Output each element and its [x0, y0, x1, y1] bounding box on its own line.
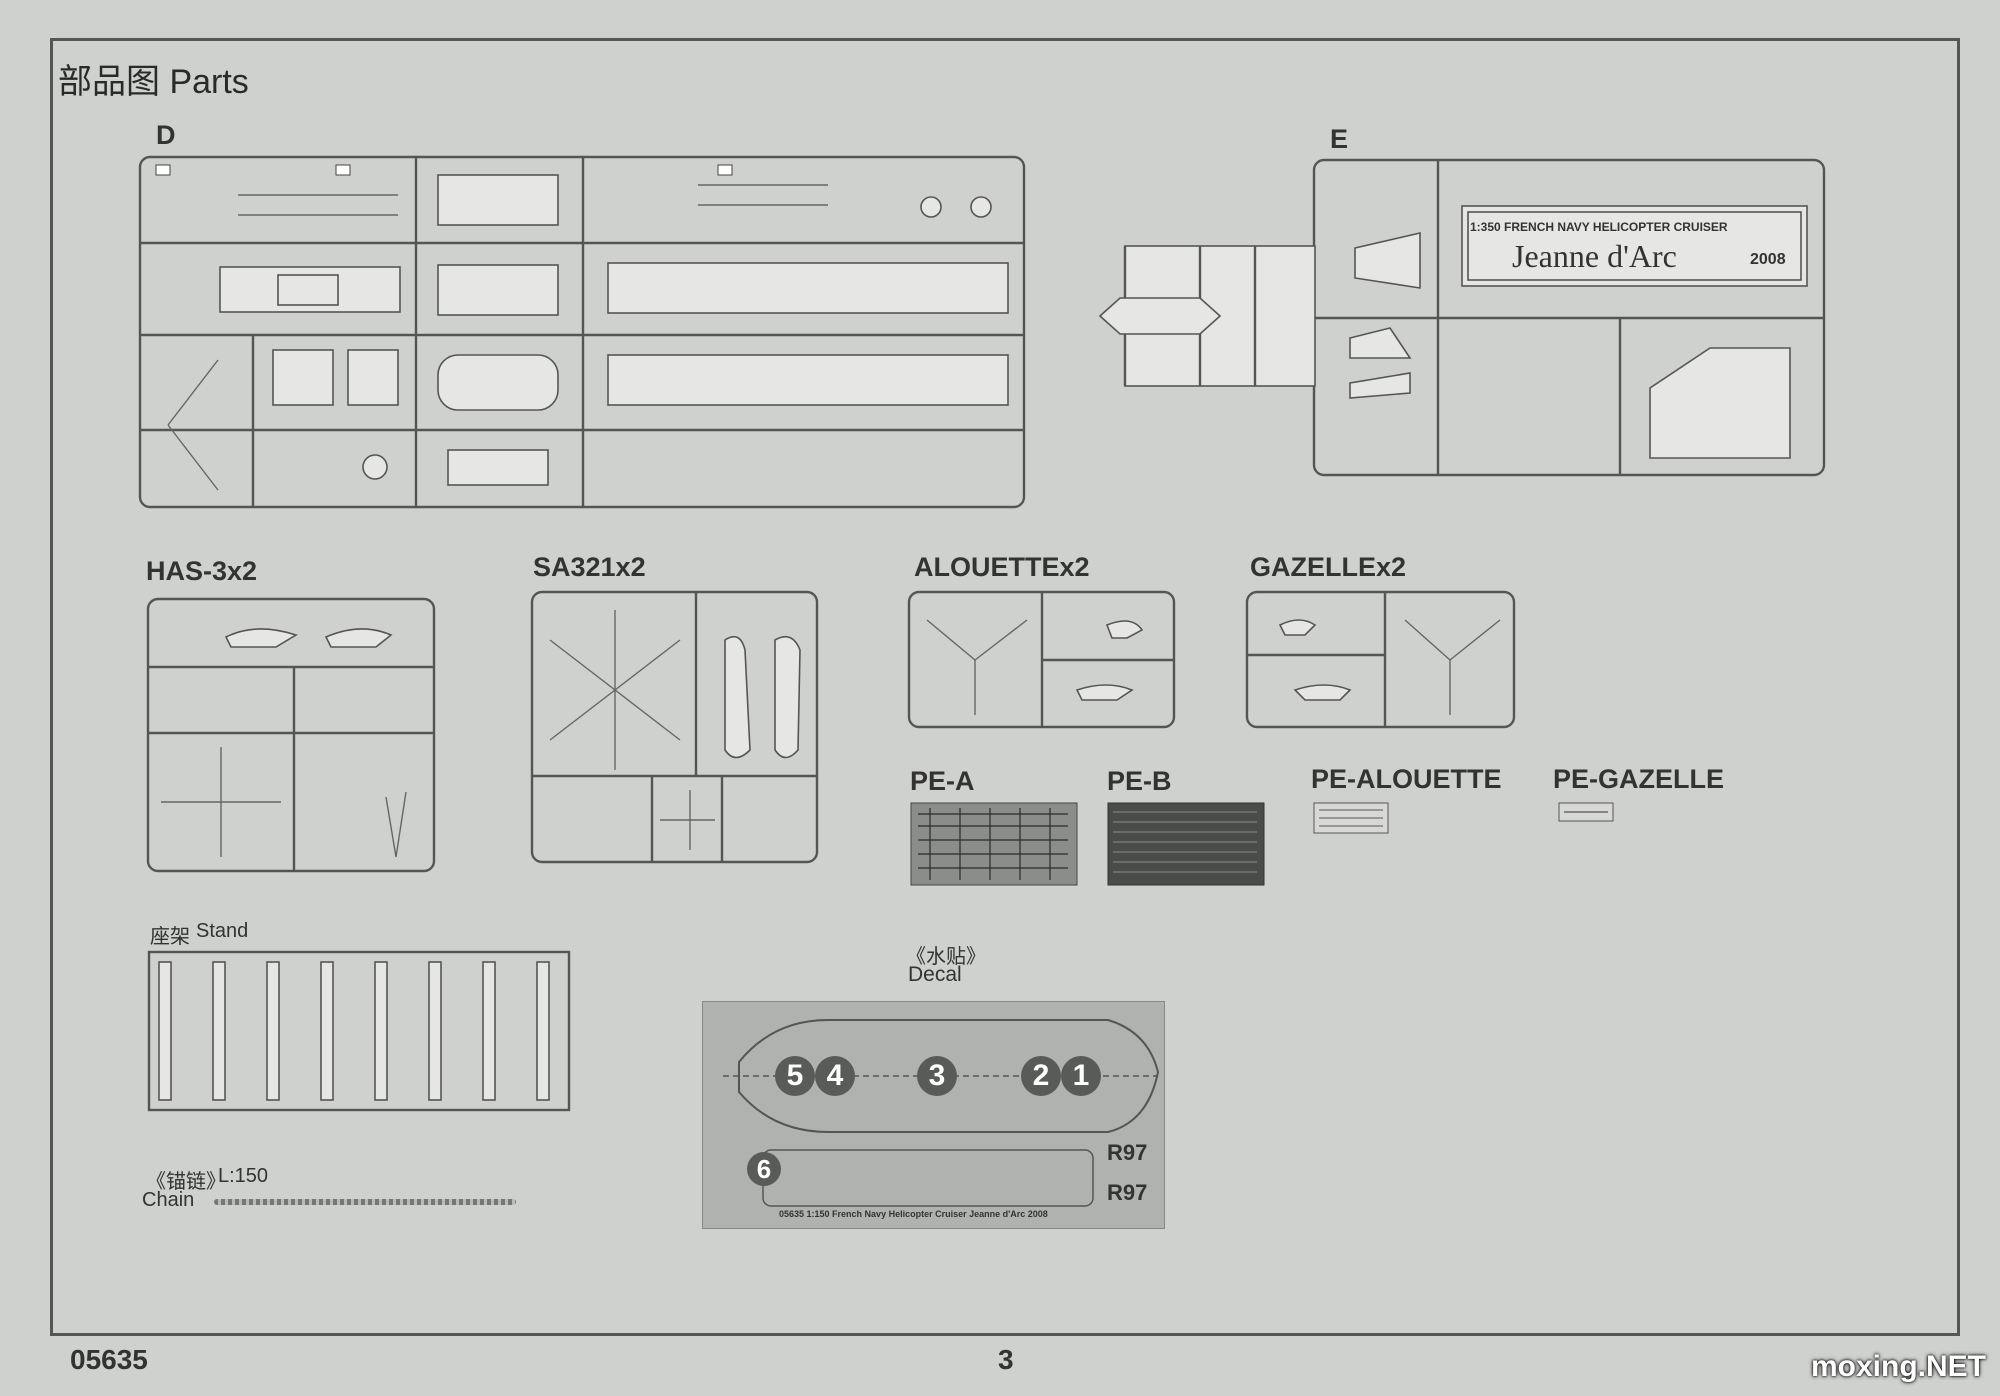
pe-gazelle-fret: [1558, 802, 1614, 822]
sprue-e-plate-line1: 1:350 FRENCH NAVY HELICOPTER CRUISER: [1470, 220, 1728, 234]
decal-number-3: 3: [917, 1056, 957, 1096]
has3-sprue-drawing: [146, 597, 436, 873]
sprue-e-plate-year: 2008: [1750, 251, 1786, 268]
sa321-label: SA321x2: [533, 552, 646, 582]
pe-alouette-label: PE-ALOUETTE: [1311, 764, 1502, 794]
stand-label-cn: 座架: [150, 926, 190, 948]
watermark: moxing.NET: [1810, 1350, 1986, 1383]
sprue-d-label: D: [156, 120, 176, 150]
stand-label-en: Stand: [196, 920, 249, 942]
chain-length: L:150: [218, 1165, 269, 1187]
sa321-sprue-drawing: [530, 590, 819, 864]
decal-label-cn: 《水贴》: [906, 946, 986, 968]
has3-label: HAS-3x2: [146, 556, 258, 586]
pe-a-label: PE-A: [910, 766, 975, 796]
decal-label-en: Decal: [908, 963, 962, 986]
decal-hull-code-2: R97: [1107, 1180, 1148, 1205]
pe-gazelle-label: PE-GAZELLE: [1553, 764, 1725, 794]
decal-number-4: 4: [815, 1056, 855, 1096]
pe-b-label: PE-B: [1107, 766, 1172, 796]
decal-number-5: 5: [775, 1056, 815, 1096]
decal-number-1: 1: [1061, 1056, 1101, 1096]
pe-a-fret: [910, 802, 1078, 886]
decal-hull-code-1: R97: [1107, 1140, 1148, 1165]
gazelle-sprue-drawing: [1245, 590, 1516, 729]
sprue-d-drawing: [138, 155, 1026, 509]
sprue-e-label: E: [1330, 124, 1349, 154]
pe-b-fret: [1107, 802, 1265, 886]
chain-graphic: [214, 1199, 516, 1205]
decal-caption: 05635 1:150 French Navy Helicopter Cruis…: [779, 1209, 1048, 1219]
decal-flight-deck: [723, 1019, 1160, 1207]
decal-number-2: 2: [1021, 1056, 1061, 1096]
product-code: 05635: [70, 1344, 148, 1375]
stand-sprue-drawing: [147, 950, 571, 1112]
pe-alouette-fret: [1313, 802, 1389, 834]
alouette-sprue-drawing: [907, 590, 1176, 729]
sprue-e-drawing: [1098, 158, 1826, 477]
alouette-label: ALOUETTEx2: [914, 552, 1090, 582]
page-number: 3: [998, 1344, 1014, 1375]
chain-label-en: Chain: [142, 1189, 195, 1211]
decal-number-6: 6: [747, 1152, 781, 1186]
decal-sheet: 5 4 3 2 1 6 R97 R97 05635 1:150 French N…: [702, 1001, 1165, 1229]
page-title: 部品图 Parts: [58, 63, 249, 101]
gazelle-label: GAZELLEx2: [1250, 552, 1407, 582]
page-frame: [50, 38, 1960, 1336]
sprue-e-plate-line2: Jeanne d'Arc: [1512, 238, 1677, 274]
chain-label-cn: 《锚链》: [146, 1171, 226, 1193]
